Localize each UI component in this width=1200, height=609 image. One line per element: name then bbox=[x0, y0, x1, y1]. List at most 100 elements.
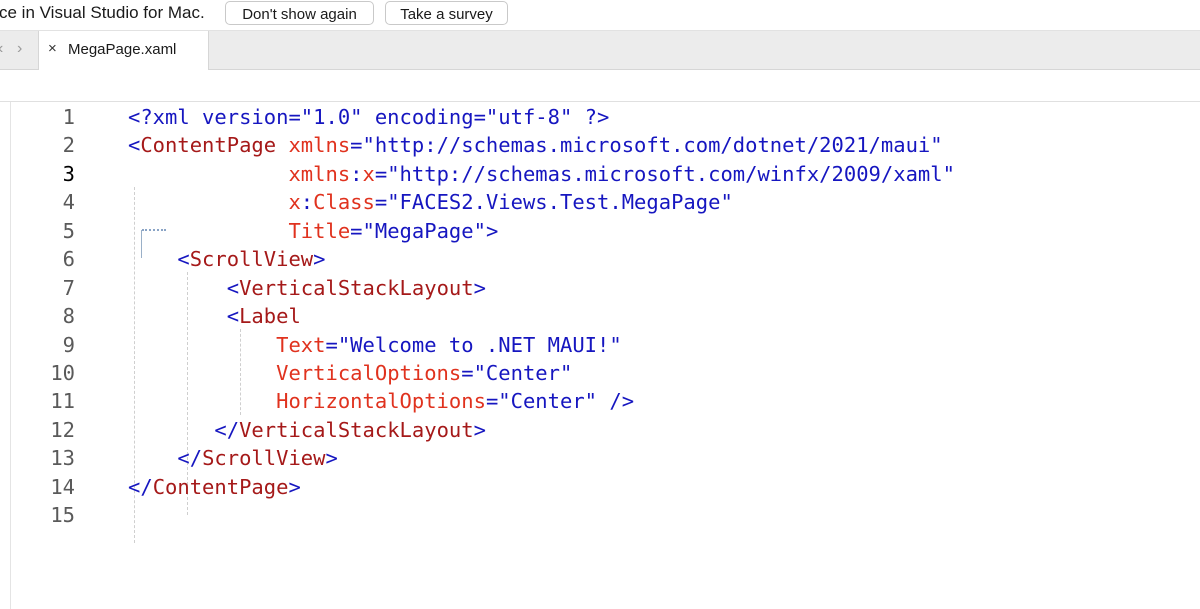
code-token: Title bbox=[288, 218, 351, 243]
code-token: xmlns bbox=[288, 161, 351, 186]
code-token: < bbox=[226, 304, 240, 329]
line-text: Text="Welcome to .NET MAUI!" bbox=[128, 331, 622, 359]
code-token: VerticalStackLayout bbox=[239, 275, 474, 300]
line-text: xmlns:x="http://schemas.microsoft.com/wi… bbox=[128, 160, 955, 188]
code-token: = bbox=[350, 133, 363, 158]
code-token: = bbox=[485, 389, 499, 414]
chevron-right-icon[interactable]: › bbox=[17, 40, 23, 57]
edit-indicator bbox=[142, 229, 166, 231]
line-text: </ContentPage> bbox=[128, 473, 301, 501]
line-number: 11 bbox=[50, 389, 75, 414]
tab-strip: ‹ › × MegaPage.xaml bbox=[0, 31, 1200, 70]
code-token: > bbox=[288, 474, 301, 499]
code-token bbox=[128, 190, 288, 214]
line-text: <Label bbox=[128, 302, 301, 330]
code-token: = bbox=[374, 161, 388, 186]
line-text: </VerticalStackLayout> bbox=[128, 416, 486, 444]
line-number: 3 bbox=[62, 161, 75, 186]
line-number: 13 bbox=[50, 446, 75, 471]
editor-top-divider bbox=[0, 101, 1200, 102]
text-caret bbox=[141, 230, 142, 258]
code-token: xmlns bbox=[288, 133, 351, 158]
code-token bbox=[128, 418, 214, 442]
code-token: > bbox=[473, 417, 486, 442]
line-number: 14 bbox=[50, 474, 75, 499]
code-token: "Welcome to .NET MAUI!" bbox=[337, 332, 622, 357]
code-token: < bbox=[177, 247, 190, 272]
code-token: VerticalOptions bbox=[276, 360, 462, 385]
line-number: 8 bbox=[62, 304, 75, 329]
code-token bbox=[128, 389, 276, 413]
line-number: 10 bbox=[50, 360, 75, 385]
code-token: ScrollView bbox=[189, 247, 314, 272]
line-text: <?xml version="1.0" encoding="utf-8" ?> bbox=[128, 103, 609, 131]
take-survey-button[interactable]: Take a survey bbox=[385, 1, 508, 25]
indent-guide bbox=[187, 272, 188, 515]
line-number: 5 bbox=[62, 218, 75, 243]
line-number: 1 bbox=[62, 105, 75, 129]
dont-show-again-button[interactable]: Don't show again bbox=[225, 1, 374, 25]
code-token: "Center" bbox=[473, 360, 573, 385]
code-token: ContentPage bbox=[140, 133, 277, 158]
code-token: "MegaPage" bbox=[362, 218, 486, 243]
code-token: x bbox=[362, 161, 375, 186]
indent-guide bbox=[134, 187, 135, 543]
code-token: <?xml version="1.0" encoding="utf-8" ?> bbox=[128, 105, 610, 129]
code-token: Text bbox=[276, 332, 326, 357]
code-token: = bbox=[461, 360, 474, 385]
line-text: VerticalOptions="Center" bbox=[128, 359, 572, 387]
editor-left-margin bbox=[10, 102, 11, 609]
code-token: "http://schemas.microsoft.com/winfx/2009… bbox=[387, 161, 955, 186]
line-number: 4 bbox=[62, 190, 75, 215]
code-token: ContentPage bbox=[152, 474, 289, 499]
line-text: <ContentPage xmlns="http://schemas.micro… bbox=[128, 131, 943, 159]
line-number: 6 bbox=[62, 247, 75, 272]
indent-guide bbox=[240, 329, 241, 415]
code-token: = bbox=[325, 332, 338, 357]
tab-title: MegaPage.xaml bbox=[68, 41, 177, 58]
code-token: < bbox=[226, 275, 240, 300]
code-token bbox=[276, 133, 288, 157]
code-token bbox=[128, 304, 227, 328]
code-token: Class bbox=[313, 190, 375, 215]
info-bar: ce in Visual Studio for Mac. Don't show … bbox=[0, 0, 1200, 31]
tab-megapage-xaml[interactable]: × MegaPage.xaml bbox=[38, 31, 209, 70]
code-token bbox=[128, 276, 227, 300]
line-number: 7 bbox=[62, 275, 75, 300]
close-icon[interactable]: × bbox=[48, 40, 57, 57]
code-token bbox=[128, 446, 177, 470]
code-token: "http://schemas.microsoft.com/dotnet/202… bbox=[362, 133, 943, 158]
code-token: = bbox=[350, 218, 363, 243]
code-token: "Center" bbox=[498, 389, 598, 414]
code-token: ScrollView bbox=[202, 446, 326, 471]
code-token: /> bbox=[597, 389, 635, 414]
code-token: < bbox=[128, 133, 141, 158]
code-token: x bbox=[288, 190, 301, 215]
code-token bbox=[128, 333, 276, 357]
code-token: > bbox=[313, 247, 326, 272]
code-token bbox=[128, 361, 276, 385]
line-number: 12 bbox=[50, 417, 75, 442]
code-token bbox=[128, 162, 288, 186]
code-token: : bbox=[300, 190, 314, 215]
code-token: > bbox=[485, 218, 499, 243]
line-text: HorizontalOptions="Center" /> bbox=[128, 387, 634, 415]
code-token: > bbox=[325, 446, 338, 471]
code-token: </ bbox=[177, 446, 203, 471]
code-token: > bbox=[473, 275, 486, 300]
code-editor[interactable]: 1 <?xml version="1.0" encoding="utf-8" ?>… bbox=[0, 70, 1200, 609]
code-token: </ bbox=[128, 474, 153, 499]
chevron-left-icon[interactable]: ‹ bbox=[0, 40, 3, 58]
line-text: Title="MegaPage"> bbox=[128, 217, 498, 245]
info-bar-message: ce in Visual Studio for Mac. bbox=[0, 3, 205, 22]
code-token: Label bbox=[239, 304, 301, 329]
code-token: VerticalStackLayout bbox=[239, 417, 474, 442]
code-token: : bbox=[350, 161, 363, 186]
code-token: HorizontalOptions bbox=[276, 389, 486, 414]
line-number: 15 bbox=[50, 503, 75, 528]
line-number: 9 bbox=[62, 332, 75, 357]
line-number: 2 bbox=[62, 133, 75, 158]
line-text: x:Class="FACES2.Views.Test.MegaPage" bbox=[128, 188, 732, 216]
code-token: = bbox=[374, 190, 388, 215]
line-text: <VerticalStackLayout> bbox=[128, 274, 486, 302]
